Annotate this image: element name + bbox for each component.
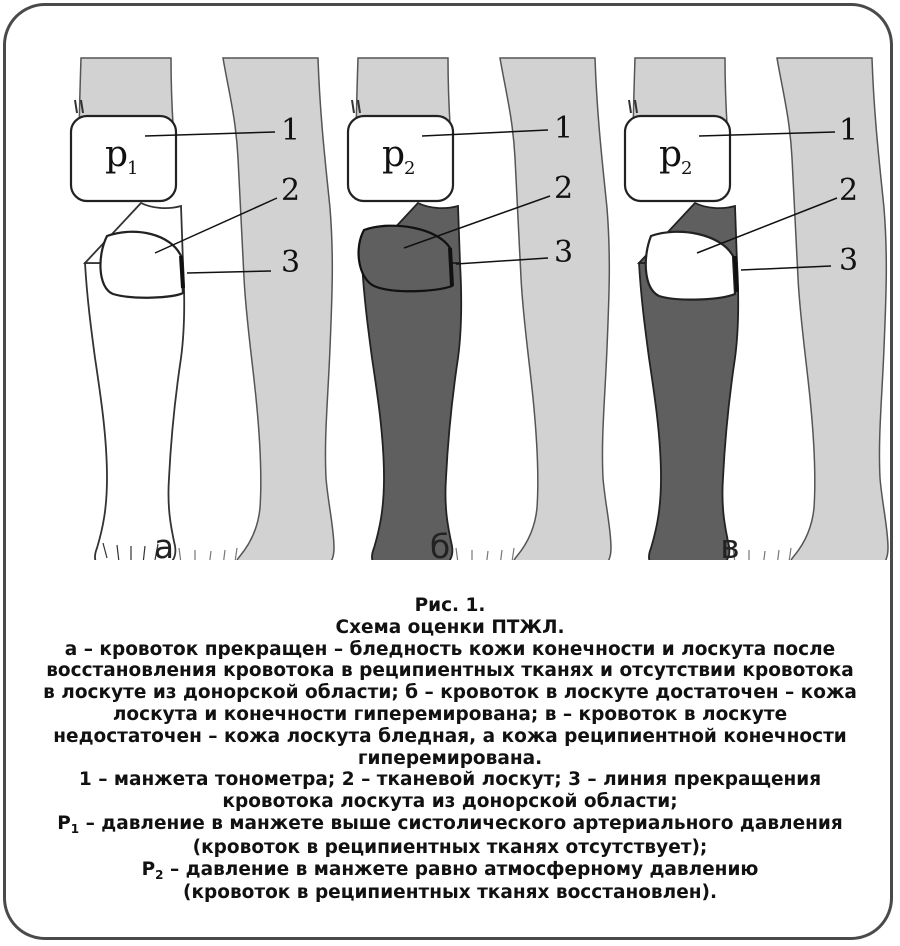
panel-b-drawing: p 2 1 2 3 <box>348 58 611 560</box>
caption-line-5: недостаточен – кожа лоскута бледная, а к… <box>30 726 870 748</box>
caption-line-6: гиперемирована. <box>30 748 870 770</box>
p1-prefix: Р <box>57 813 71 834</box>
cuff-sub-c: 2 <box>681 158 692 179</box>
callout-2-a: 2 <box>281 173 300 208</box>
callout-2-b: 2 <box>554 171 573 206</box>
panel-a-drawing: p 1 1 2 3 <box>71 58 334 560</box>
callout-2-c: 2 <box>839 173 858 208</box>
figure-caption: Рис. 1. Схема оценки ПТЖЛ. а – кровоток … <box>30 595 870 904</box>
callout-3-b: 3 <box>554 235 573 270</box>
cuff-label-a: p <box>105 134 128 175</box>
callout-3-c: 3 <box>839 243 858 278</box>
caption-line-8: кровотока лоскута из донорской области; <box>30 791 870 813</box>
legs-illustration: p 1 1 2 3 p 2 1 2 3 <box>0 0 900 560</box>
caption-p1-line: Р1 – давление в манжете выше систолическ… <box>30 813 870 837</box>
caption-line-3: в лоскуте из донорской области; б – кров… <box>30 682 870 704</box>
caption-p2-line-2: (кровоток в реципиентных тканях восстано… <box>30 882 870 904</box>
cuff-sub-b: 2 <box>404 158 415 179</box>
caption-line-1: а – кровоток прекращен – бледность кожи … <box>30 639 870 661</box>
caption-title: Рис. 1. <box>30 595 870 617</box>
caption-p2-line: Р2 – давление в манжете равно атмосферно… <box>30 859 870 883</box>
cuff-label-c: p <box>659 134 682 175</box>
caption-p1-line-2: (кровоток в реципиентных тканях отсутств… <box>30 837 870 859</box>
caption-subtitle: Схема оценки ПТЖЛ. <box>30 617 870 639</box>
p2-prefix: Р <box>142 859 156 880</box>
cuff-sub-a: 1 <box>127 158 138 179</box>
cuff-label-b: p <box>382 134 405 175</box>
panel-letter-a: а <box>134 527 194 566</box>
caption-line-4: лоскута и конечности гиперемирована; в –… <box>30 704 870 726</box>
callout-1-c: 1 <box>839 113 858 148</box>
p2-text: – давление в манжете равно атмосферному … <box>164 859 759 880</box>
callout-1-b: 1 <box>554 111 573 146</box>
p2-subscript: 2 <box>155 868 163 882</box>
caption-line-2: восстановления кровотока в реципиентных … <box>30 660 870 682</box>
panel-letter-b: б <box>410 527 470 566</box>
callout-1-a: 1 <box>281 113 300 148</box>
p1-text: – давление в манжете выше систолического… <box>79 813 843 834</box>
callout-3-a: 3 <box>281 245 300 280</box>
panel-c-drawing: p 2 1 2 3 <box>625 58 888 560</box>
panel-letter-c: в <box>700 527 760 566</box>
caption-line-7: 1 – манжета тонометра; 2 – тканевой лоск… <box>30 769 870 791</box>
p1-subscript: 1 <box>71 822 79 836</box>
